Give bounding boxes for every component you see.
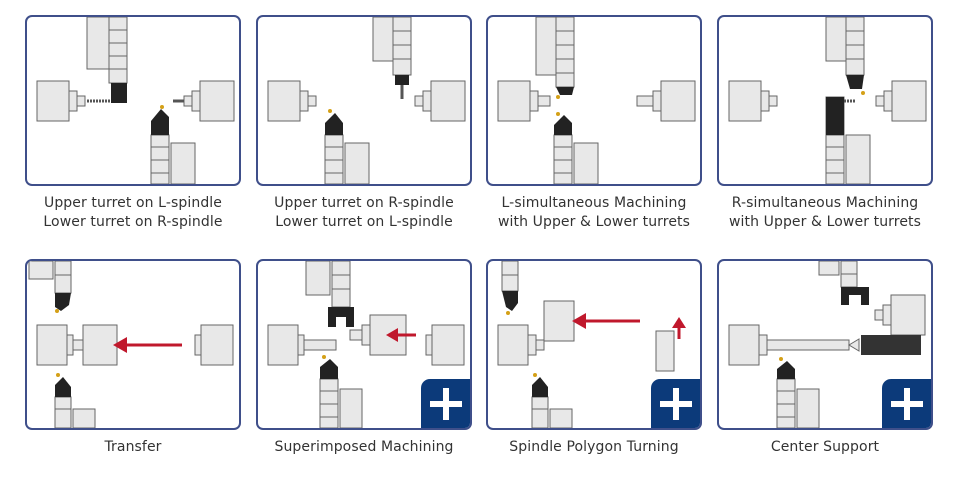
left-spindle [497, 80, 531, 122]
machine-diagram [267, 17, 466, 184]
upper-tool [846, 75, 864, 89]
caption-line: with Upper & Lower turrets [728, 214, 922, 230]
caption-line: R-simultaneous Machining [731, 195, 919, 211]
caption-line: Transfer [104, 439, 162, 455]
card-caption: Upper turret on R-spindle Lower turret o… [256, 194, 472, 232]
left-spindle [728, 80, 762, 122]
card-caption: Center Support [717, 438, 933, 457]
left-spindle [267, 324, 299, 366]
right-spindle [200, 324, 234, 366]
card-transfer: Transfer [25, 259, 241, 457]
card-caption: Superimposed Machining [256, 438, 472, 457]
card-caption: Transfer [25, 438, 241, 457]
card-r-simultaneous: R-simultaneous Machining with Upper & Lo… [717, 15, 933, 232]
caption-line: Superimposed Machining [274, 439, 454, 455]
right-spindle [199, 80, 235, 122]
plus-icon [882, 379, 931, 428]
diagram-panel [717, 15, 933, 186]
card-superimposed: Superimposed Machining [256, 259, 472, 457]
upper-tool [395, 75, 409, 85]
card-center-support: Center Support [717, 259, 933, 457]
upper-tool [841, 287, 869, 305]
card-upper-r-lower-l: Upper turret on R-spindle Lower turret o… [256, 15, 472, 232]
machine-diagram [728, 17, 927, 184]
left-spindle [728, 324, 760, 366]
lower-tool [151, 109, 169, 135]
right-spindle [431, 324, 465, 366]
left-spindle [267, 80, 301, 122]
right-spindle [660, 80, 696, 122]
upper-tool [556, 87, 574, 95]
caption-line: Upper turret on R-spindle [274, 195, 454, 211]
caption-line: Lower turret on L-spindle [275, 214, 453, 230]
right-spindle [891, 80, 927, 122]
diagram-panel [486, 259, 702, 430]
caption-line: Upper turret on L-spindle [43, 195, 223, 211]
left-spindle [497, 324, 529, 366]
card-caption: Upper turret on L-spindle Lower turret o… [25, 194, 241, 232]
caption-line: L-simultaneous Machining [501, 195, 687, 211]
upper-tool [502, 291, 518, 311]
lower-tool [320, 359, 338, 379]
center-support-tailstock [861, 335, 921, 355]
caption-line: Spindle Polygon Turning [509, 439, 679, 455]
left-spindle [36, 324, 68, 366]
diagram-panel [486, 15, 702, 186]
card-caption: R-simultaneous Machining with Upper & Lo… [717, 194, 933, 232]
lower-tool [325, 113, 343, 135]
diagram-panel [25, 15, 241, 186]
machine-diagram [728, 261, 926, 428]
machine-diagram [267, 261, 465, 428]
caption-line: Lower turret on R-spindle [43, 214, 223, 230]
plus-icon [651, 379, 700, 428]
lower-tool [55, 377, 71, 397]
lower-tool [554, 115, 572, 135]
card-upper-l-lower-r: Upper turret on L-spindle Lower turret o… [25, 15, 241, 232]
diagram-panel [717, 259, 933, 430]
upper-tool [111, 83, 127, 103]
machine-diagram [497, 17, 696, 184]
card-polygon-turning: Spindle Polygon Turning [486, 259, 702, 457]
right-spindle [430, 80, 466, 122]
lower-tool [826, 97, 844, 135]
lower-tool [532, 377, 548, 397]
machine-diagram [497, 261, 686, 428]
upper-tool [328, 307, 354, 327]
card-caption: L-simultaneous Machining with Upper & Lo… [486, 194, 702, 232]
caption-line: with Upper & Lower turrets [497, 214, 691, 230]
plus-icon [421, 379, 470, 428]
lower-tool [777, 361, 795, 379]
diagram-panel [25, 259, 241, 430]
left-spindle [36, 80, 70, 122]
machine-diagram [36, 17, 235, 184]
card-l-simultaneous: L-simultaneous Machining with Upper & Lo… [486, 15, 702, 232]
diagram-panel [256, 15, 472, 186]
caption-line: Center Support [770, 439, 880, 455]
card-caption: Spindle Polygon Turning [486, 438, 702, 457]
upper-turret-body [86, 17, 110, 70]
upper-tool [55, 293, 71, 311]
machine-diagram [28, 261, 234, 428]
diagram-panel [256, 259, 472, 430]
